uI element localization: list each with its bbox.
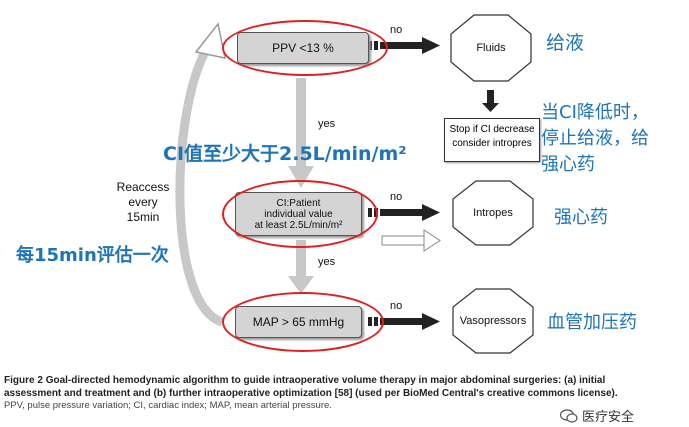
wechat-icon — [560, 408, 578, 423]
watermark-text: 医疗安全 — [582, 410, 635, 425]
yes-arrow-2-head — [288, 276, 314, 294]
stop-annotation: 当CI降低时， 停止给液，给 强心药 — [541, 100, 649, 178]
octagon-shape — [452, 288, 534, 354]
intropes-annotation: 强心药 — [554, 207, 608, 228]
reassess-annotation: 每15min评估一次 — [16, 245, 169, 266]
ci-threshold-annotation: CI值至少大于2.5L/min/m² — [163, 143, 407, 165]
fluids-down-arrow-shaft — [487, 90, 494, 104]
stop-box-line-2: consider intropres — [452, 138, 532, 149]
intropes-octagon: Intropes — [452, 180, 534, 246]
reaccess-label: Reaccess every 15min — [108, 180, 178, 225]
stop-annotation-line-2: 停止给液，给 — [541, 128, 649, 149]
fluids-down-arrow-head — [482, 103, 499, 112]
fluids-label: Fluids — [476, 42, 506, 54]
vasopressor-annotation: 血管加压药 — [547, 312, 637, 333]
intropes-label: Intropes — [473, 207, 513, 219]
fluids-annotation: 给液 — [546, 32, 585, 54]
figure-caption: Figure 2 Goal-directed hemodynamic algor… — [4, 374, 664, 400]
no-label-1: no — [390, 24, 403, 36]
abbreviations: PPV, pulse pressure variation; CI, cardi… — [4, 400, 332, 411]
no-label-2: no — [390, 191, 403, 203]
no-arrow-2 — [368, 204, 440, 221]
yes-arrow-1-shaft — [296, 78, 306, 166]
hollow-arrow — [381, 229, 441, 252]
stop-annotation-line-3: 强心药 — [541, 154, 595, 175]
reaccess-line-1: Reaccess — [116, 180, 170, 194]
yes-label-2: yes — [318, 256, 336, 268]
ci-highlight-ring — [222, 180, 378, 248]
watermark: 医疗安全 — [560, 406, 634, 425]
figure-label: Figure 2 — [4, 375, 43, 386]
octagon-shape — [450, 14, 532, 82]
ppv-highlight-ring — [222, 20, 388, 76]
reaccess-line-2: every — [128, 195, 158, 209]
no-label-3: no — [390, 300, 403, 312]
yes-arrow-1-head — [288, 166, 314, 188]
vasopressors-octagon: Vasopressors — [452, 288, 534, 354]
map-highlight-ring — [222, 292, 384, 352]
fluids-octagon: Fluids — [450, 14, 532, 82]
vasopressors-label: Vasopressors — [459, 315, 527, 327]
stop-annotation-line-1: 当CI降低时， — [541, 102, 649, 123]
caption-text: Goal-directed hemodynamic algorithm to g… — [4, 375, 618, 399]
stop-box-line-1: Stop if CI decrease — [449, 124, 535, 135]
reassess-loop-arrowhead — [194, 22, 226, 59]
stop-box: Stop if CI decrease consider intropres — [444, 118, 540, 162]
reaccess-line-3: 15min — [126, 210, 160, 224]
reassess-loop-arrow — [175, 49, 224, 327]
yes-arrow-2-shaft — [296, 240, 306, 278]
octagon-shape — [452, 180, 534, 246]
yes-label-1: yes — [318, 118, 336, 130]
